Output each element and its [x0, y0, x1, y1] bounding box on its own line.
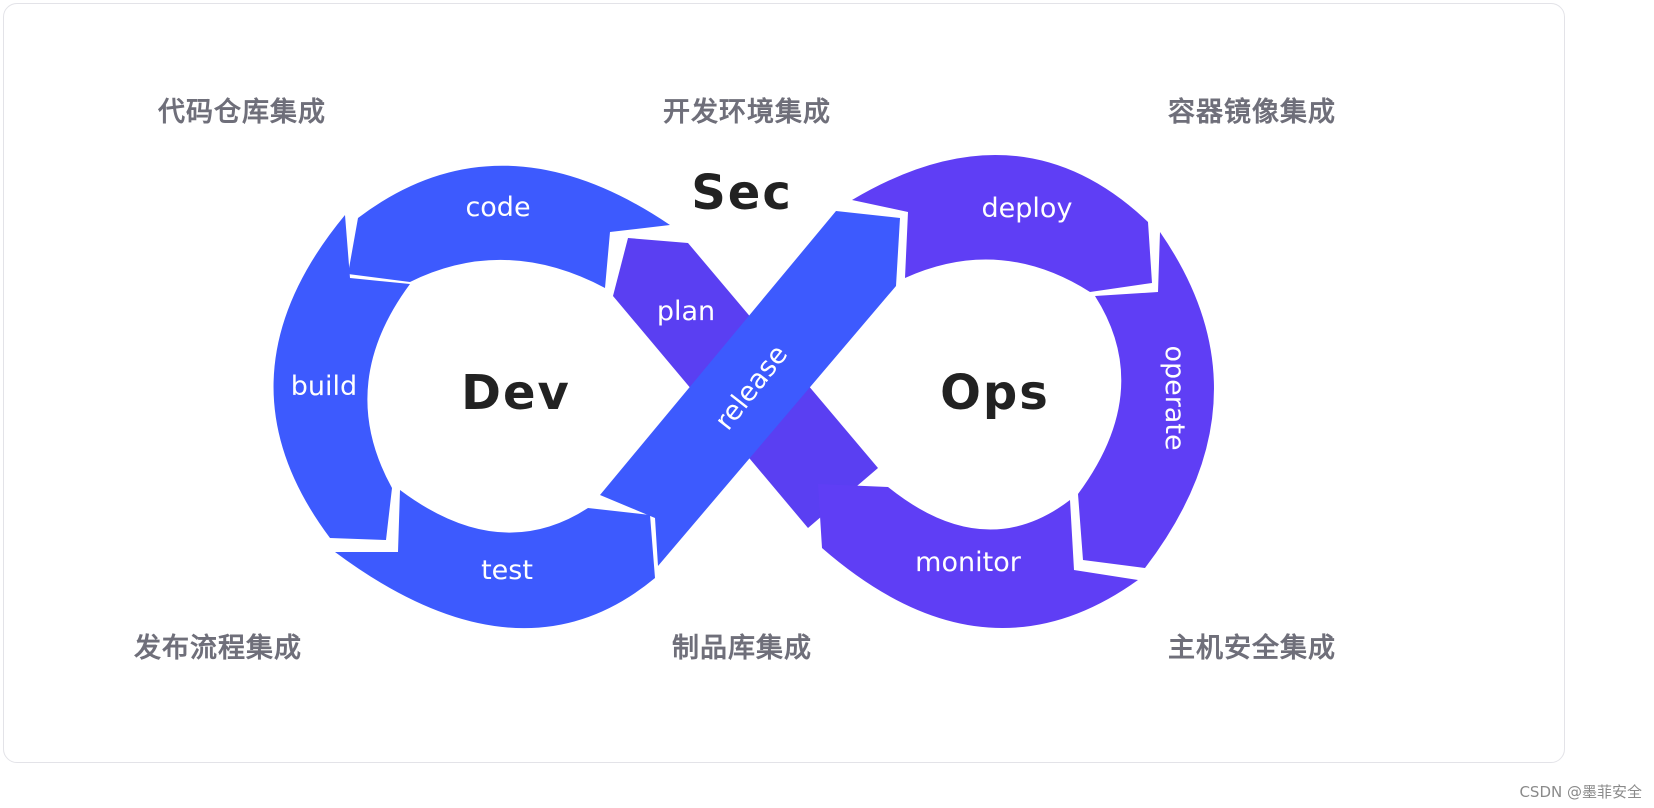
- dev-loop: [273, 165, 670, 629]
- deploy-segment: [852, 154, 1152, 292]
- sec-hub-label: Sec: [691, 165, 793, 221]
- operate-label: operate: [1159, 345, 1190, 450]
- dev-hub-label: Dev: [461, 365, 571, 421]
- release-band: [600, 211, 900, 566]
- plan-label: plan: [657, 296, 715, 327]
- label-code-repo-integration: 代码仓库集成: [158, 97, 326, 128]
- build-label: build: [291, 371, 357, 402]
- code-label: code: [465, 192, 530, 223]
- ops-loop: [818, 154, 1214, 629]
- monitor-segment: [818, 484, 1138, 629]
- monitor-label: monitor: [915, 547, 1022, 578]
- csdn-watermark: CSDN @墨菲安全: [1519, 783, 1642, 801]
- build-segment: [273, 215, 410, 540]
- label-artifact-repo-integration: 制品库集成: [672, 633, 812, 664]
- label-dev-env-integration: 开发环境集成: [663, 97, 831, 128]
- test-segment: [335, 490, 655, 629]
- operate-segment: [1078, 232, 1214, 568]
- test-label: test: [481, 555, 533, 586]
- label-container-image-integration: 容器镜像集成: [1168, 97, 1336, 128]
- label-host-security-integration: 主机安全集成: [1168, 633, 1336, 664]
- ops-hub-label: Ops: [940, 365, 1050, 421]
- label-release-flow-integration: 发布流程集成: [134, 633, 302, 664]
- code-segment: [348, 165, 670, 288]
- deploy-label: deploy: [982, 193, 1073, 224]
